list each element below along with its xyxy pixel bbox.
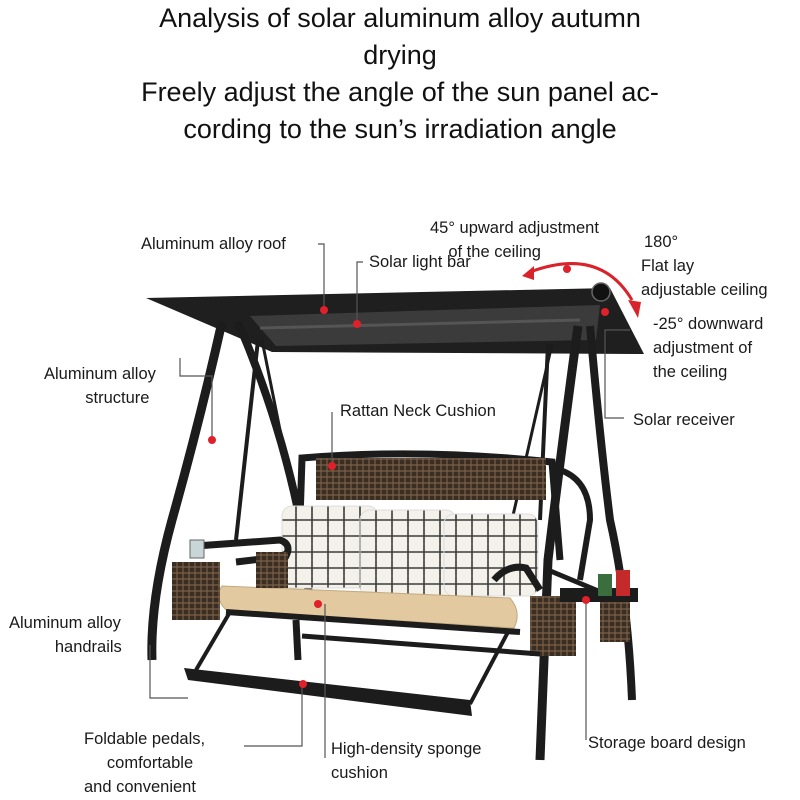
pedal-link-right bbox=[468, 631, 510, 705]
seat-back-wing bbox=[558, 467, 594, 581]
leg-base-left bbox=[292, 619, 302, 661]
frame-right-front bbox=[535, 325, 583, 761]
arc-arrow bbox=[522, 266, 534, 280]
title-line-2: Freely adjust the angle of the sun panel… bbox=[141, 77, 659, 144]
cup-left bbox=[189, 539, 205, 559]
label-light-bar: Solar light bar bbox=[369, 253, 471, 271]
label-handrails: Aluminum alloy handrails bbox=[9, 614, 122, 656]
label-sponge: High-density sponge cushion bbox=[331, 740, 482, 782]
storage-basket-left bbox=[172, 562, 220, 620]
chain-left bbox=[234, 339, 260, 541]
arc-arrow-end bbox=[628, 300, 641, 318]
pedal-link-left bbox=[194, 610, 232, 672]
markers bbox=[208, 265, 609, 688]
label-down-adjust: -25° downward adjustment of the ceiling bbox=[653, 315, 764, 381]
foldable-pedal bbox=[184, 668, 472, 716]
angle-arc bbox=[529, 262, 634, 301]
label-pedals: Foldable pedals, comfortable and conveni… bbox=[84, 730, 206, 796]
pillow-3 bbox=[443, 513, 539, 597]
label-receiver: Solar receiver bbox=[633, 411, 735, 429]
chain-left-2 bbox=[260, 339, 302, 531]
label-flat: Flat lay adjustable ceiling bbox=[641, 257, 768, 299]
solar-light-bar bbox=[259, 318, 581, 330]
solar-receiver-disc bbox=[591, 282, 611, 302]
label-storage: Storage board design bbox=[588, 734, 746, 752]
solar-panel bbox=[250, 305, 600, 346]
frame-right-rear bbox=[586, 325, 636, 701]
can-2 bbox=[616, 570, 630, 596]
armrest-right bbox=[491, 563, 543, 592]
rattan-neck-cushion bbox=[316, 458, 546, 500]
title-line-1: Analysis of solar aluminum alloy autumn … bbox=[159, 3, 641, 70]
label-structure: Aluminum alloy structure bbox=[44, 365, 156, 407]
seat-frame bbox=[225, 609, 521, 635]
label-neck-cushion: Rattan Neck Cushion bbox=[340, 402, 496, 420]
storage-basket-right-2 bbox=[600, 602, 630, 642]
label-180: 180° bbox=[644, 233, 679, 251]
storage-basket-right bbox=[530, 596, 576, 656]
label-roof: Aluminum alloy roof bbox=[141, 235, 286, 253]
label-up-adjust: 45° upward adjustment of the ceiling bbox=[430, 219, 599, 261]
side-basket-left bbox=[256, 552, 288, 588]
pillow-2 bbox=[359, 509, 457, 597]
leader-lines bbox=[149, 243, 630, 758]
base-bar bbox=[301, 633, 541, 657]
can-1 bbox=[598, 574, 612, 596]
